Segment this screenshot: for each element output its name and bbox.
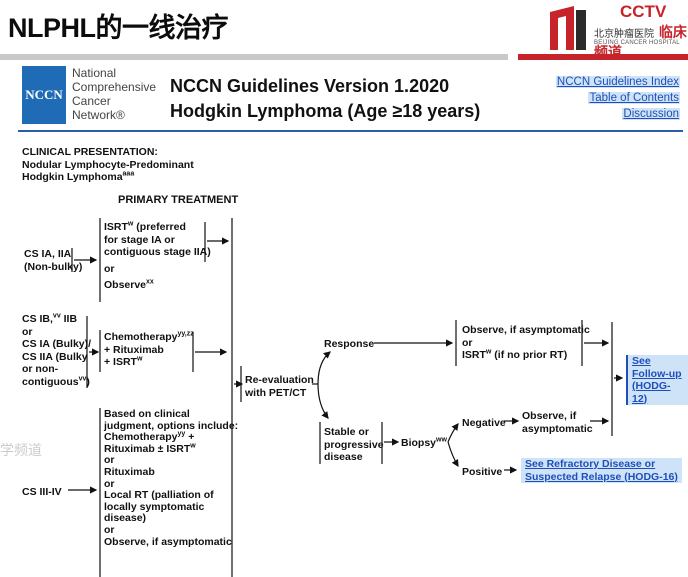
nccn-logo: NCCN bbox=[22, 66, 66, 124]
watermark: 学频道 bbox=[0, 443, 42, 459]
stage-cs-iii-iv: CS III-IV bbox=[22, 486, 62, 498]
response-options: Observe, if asymptomatic or ISRTw (if no… bbox=[462, 324, 590, 361]
primary-treatment-header: PRIMARY TREATMENT bbox=[118, 194, 239, 206]
slide-title: NLPHL的一线治疗 bbox=[8, 13, 229, 43]
biopsy-node: Biopsyww bbox=[401, 436, 447, 450]
hospital-english-name: BEIJING CANCER HOSPITAL bbox=[594, 40, 680, 46]
positive-node: Positive bbox=[462, 466, 503, 478]
stage-cs-ib-iib-bulky: CS IB,vv IIB or CS IA (Bulky)/ CS IIA (B… bbox=[22, 312, 92, 388]
clinical-presentation: CLINICAL PRESENTATION: Nodular Lymphocyt… bbox=[22, 146, 194, 183]
link-guidelines-index[interactable]: NCCN Guidelines Index bbox=[555, 76, 680, 88]
guideline-title: NCCN Guidelines Version 1.2020 Hodgkin L… bbox=[170, 76, 481, 121]
negative-node: Negative bbox=[462, 417, 506, 429]
guideline-links: NCCN Guidelines Index Table of Contents … bbox=[555, 74, 680, 122]
cctv-label: CCTV bbox=[620, 2, 667, 21]
header-rule-grey bbox=[0, 54, 508, 60]
negative-options: Observe, if asymptomatic bbox=[522, 410, 593, 435]
link-table-of-contents[interactable]: Table of Contents bbox=[588, 92, 680, 104]
hospital-logo-mark bbox=[550, 6, 586, 50]
header-divider bbox=[18, 130, 683, 132]
link-discussion[interactable]: Discussion bbox=[622, 108, 680, 120]
refractory-disease-link[interactable]: See Refractory Disease or Suspected Rela… bbox=[521, 458, 682, 483]
stage-cs-ia-iia: CS IA, IIA (Non-bulky) bbox=[24, 248, 83, 273]
stable-progressive-node: Stable or progressive disease bbox=[324, 426, 384, 463]
treatment-isrt-or-observe: ISRTw (preferred for stage IA or contigu… bbox=[104, 220, 211, 292]
header-rule-red bbox=[518, 54, 688, 60]
followup-link[interactable]: See Follow-up (HODG-12) bbox=[626, 355, 688, 405]
treatment-chemo-rituximab-isrt: Chemotherapyyy,zz + Rituximab + ISRTw bbox=[104, 330, 194, 369]
reevaluation-node: Re-evaluation with PET/CT bbox=[245, 374, 314, 399]
treatment-advanced-options: Based on clinical judgment, options incl… bbox=[104, 408, 239, 548]
nccn-org-name: National Comprehensive Cancer Network® bbox=[72, 66, 157, 122]
response-node: Response bbox=[324, 338, 375, 350]
